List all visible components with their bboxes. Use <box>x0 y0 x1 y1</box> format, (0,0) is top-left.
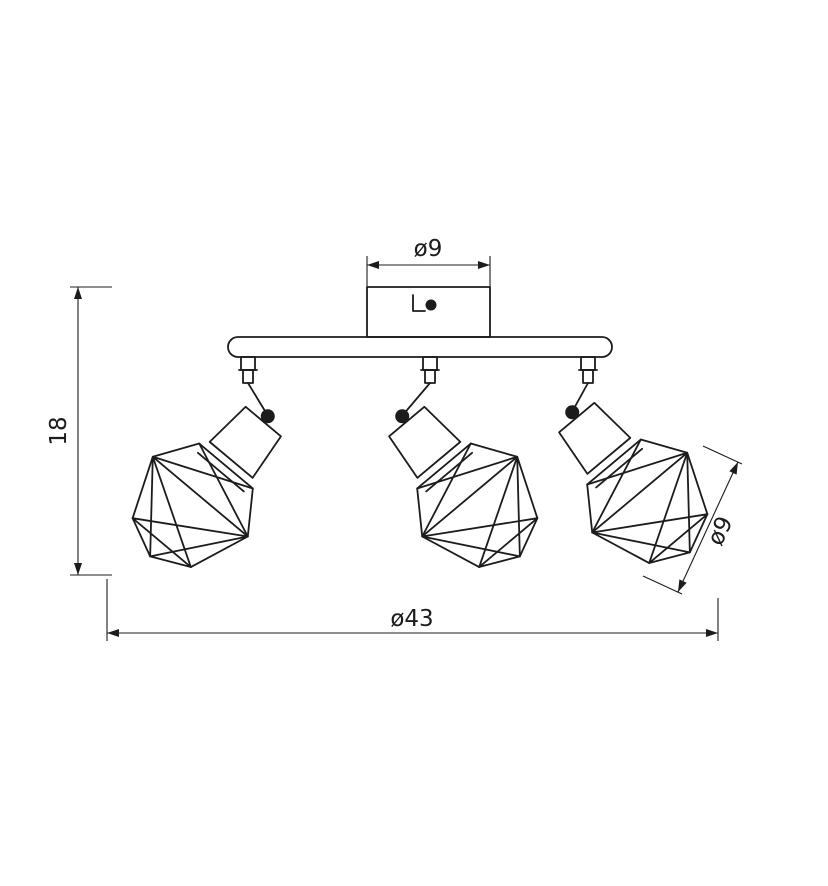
stem-lower <box>242 369 254 384</box>
spot-head-center <box>375 391 569 598</box>
dimension-bottom-total-width: ø43 <box>106 579 719 641</box>
stem-lower <box>582 369 594 384</box>
stem-upper <box>240 356 256 371</box>
wire-cage-shade <box>565 421 739 594</box>
spot-head-left <box>101 391 295 598</box>
stem-upper <box>580 356 596 371</box>
wire-cage-shade <box>101 425 275 598</box>
lamp-holder <box>208 391 295 479</box>
dimension-label-left: 18 <box>46 416 72 445</box>
bracket-icon <box>412 294 426 312</box>
stem-left <box>238 356 269 417</box>
extension-line <box>702 445 743 465</box>
dimension-label-bottom: ø43 <box>390 606 433 632</box>
ceiling-canopy <box>366 286 491 338</box>
dimension-label-top: ø9 <box>414 236 443 262</box>
dimension-left-height: 18 <box>46 286 112 576</box>
lamp-holder <box>545 387 632 475</box>
stem-upper <box>422 356 438 371</box>
stem-lower <box>424 369 436 384</box>
fixture-body <box>101 286 739 598</box>
mounting-screw-detail <box>412 294 437 312</box>
mounting-bar <box>227 336 613 358</box>
dimension-top-canopy-width: ø9 <box>366 236 491 287</box>
extension-line <box>642 575 683 595</box>
dimension-line <box>677 461 739 593</box>
swivel-arm <box>401 382 431 417</box>
lamp-holder <box>375 391 462 479</box>
wire-cage-shade <box>395 425 569 598</box>
dimension-label-right: ø9 <box>703 513 739 550</box>
spot-head-right <box>545 387 739 594</box>
stem-center <box>401 356 440 417</box>
screw-head-icon <box>425 299 437 311</box>
